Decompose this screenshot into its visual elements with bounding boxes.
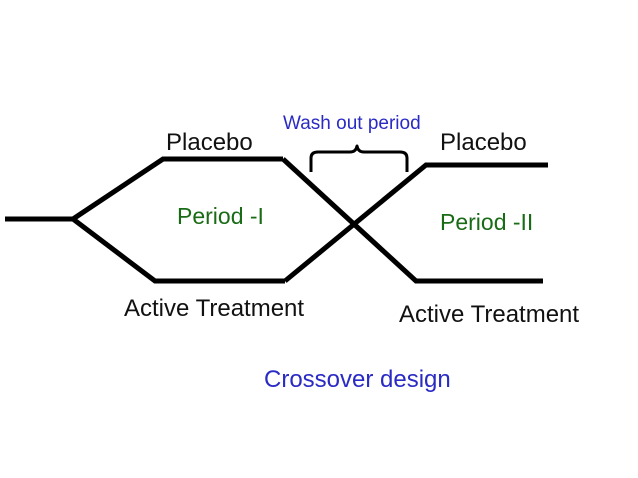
label-placebo-period-one: Placebo — [166, 129, 253, 156]
label-placebo-period-two: Placebo — [440, 129, 527, 156]
washout-brace — [309, 144, 409, 172]
diagram-title: Crossover design — [264, 366, 451, 393]
label-period-one: Period -I — [177, 203, 264, 229]
label-washout-period: Wash out period — [283, 113, 421, 134]
label-period-two: Period -II — [440, 209, 534, 235]
crossover-active-to-placebo-path — [283, 162, 548, 283]
period-one-placebo-path — [71, 156, 283, 222]
label-active-treatment-period-one: Active Treatment — [124, 295, 305, 322]
crossover-placebo-to-active-path — [281, 157, 543, 284]
period-one-active-path — [71, 217, 285, 284]
label-active-treatment-period-two: Active Treatment — [399, 301, 580, 328]
